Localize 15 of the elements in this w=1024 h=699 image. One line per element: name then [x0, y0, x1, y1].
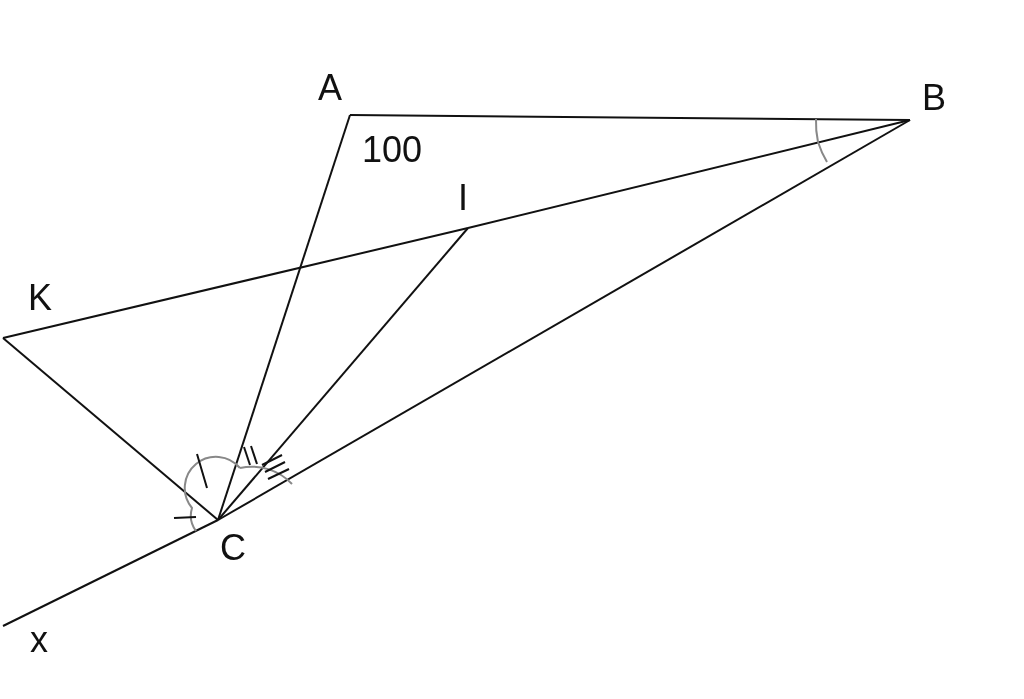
angle-value: 100 [362, 132, 423, 168]
line-segment [2, 519, 219, 627]
line-segment [349, 114, 911, 121]
line-segment [467, 119, 911, 229]
point-label: A [318, 70, 342, 106]
point-label: I [458, 180, 468, 216]
point-label: x [30, 622, 48, 658]
point-label: B [922, 80, 946, 116]
line-segment [2, 337, 219, 521]
point-label: C [220, 530, 246, 566]
line-segment [217, 114, 351, 521]
line-segment [2, 227, 469, 339]
line-segment [217, 227, 469, 521]
point-label: K [28, 280, 52, 316]
line-segment [217, 119, 911, 521]
